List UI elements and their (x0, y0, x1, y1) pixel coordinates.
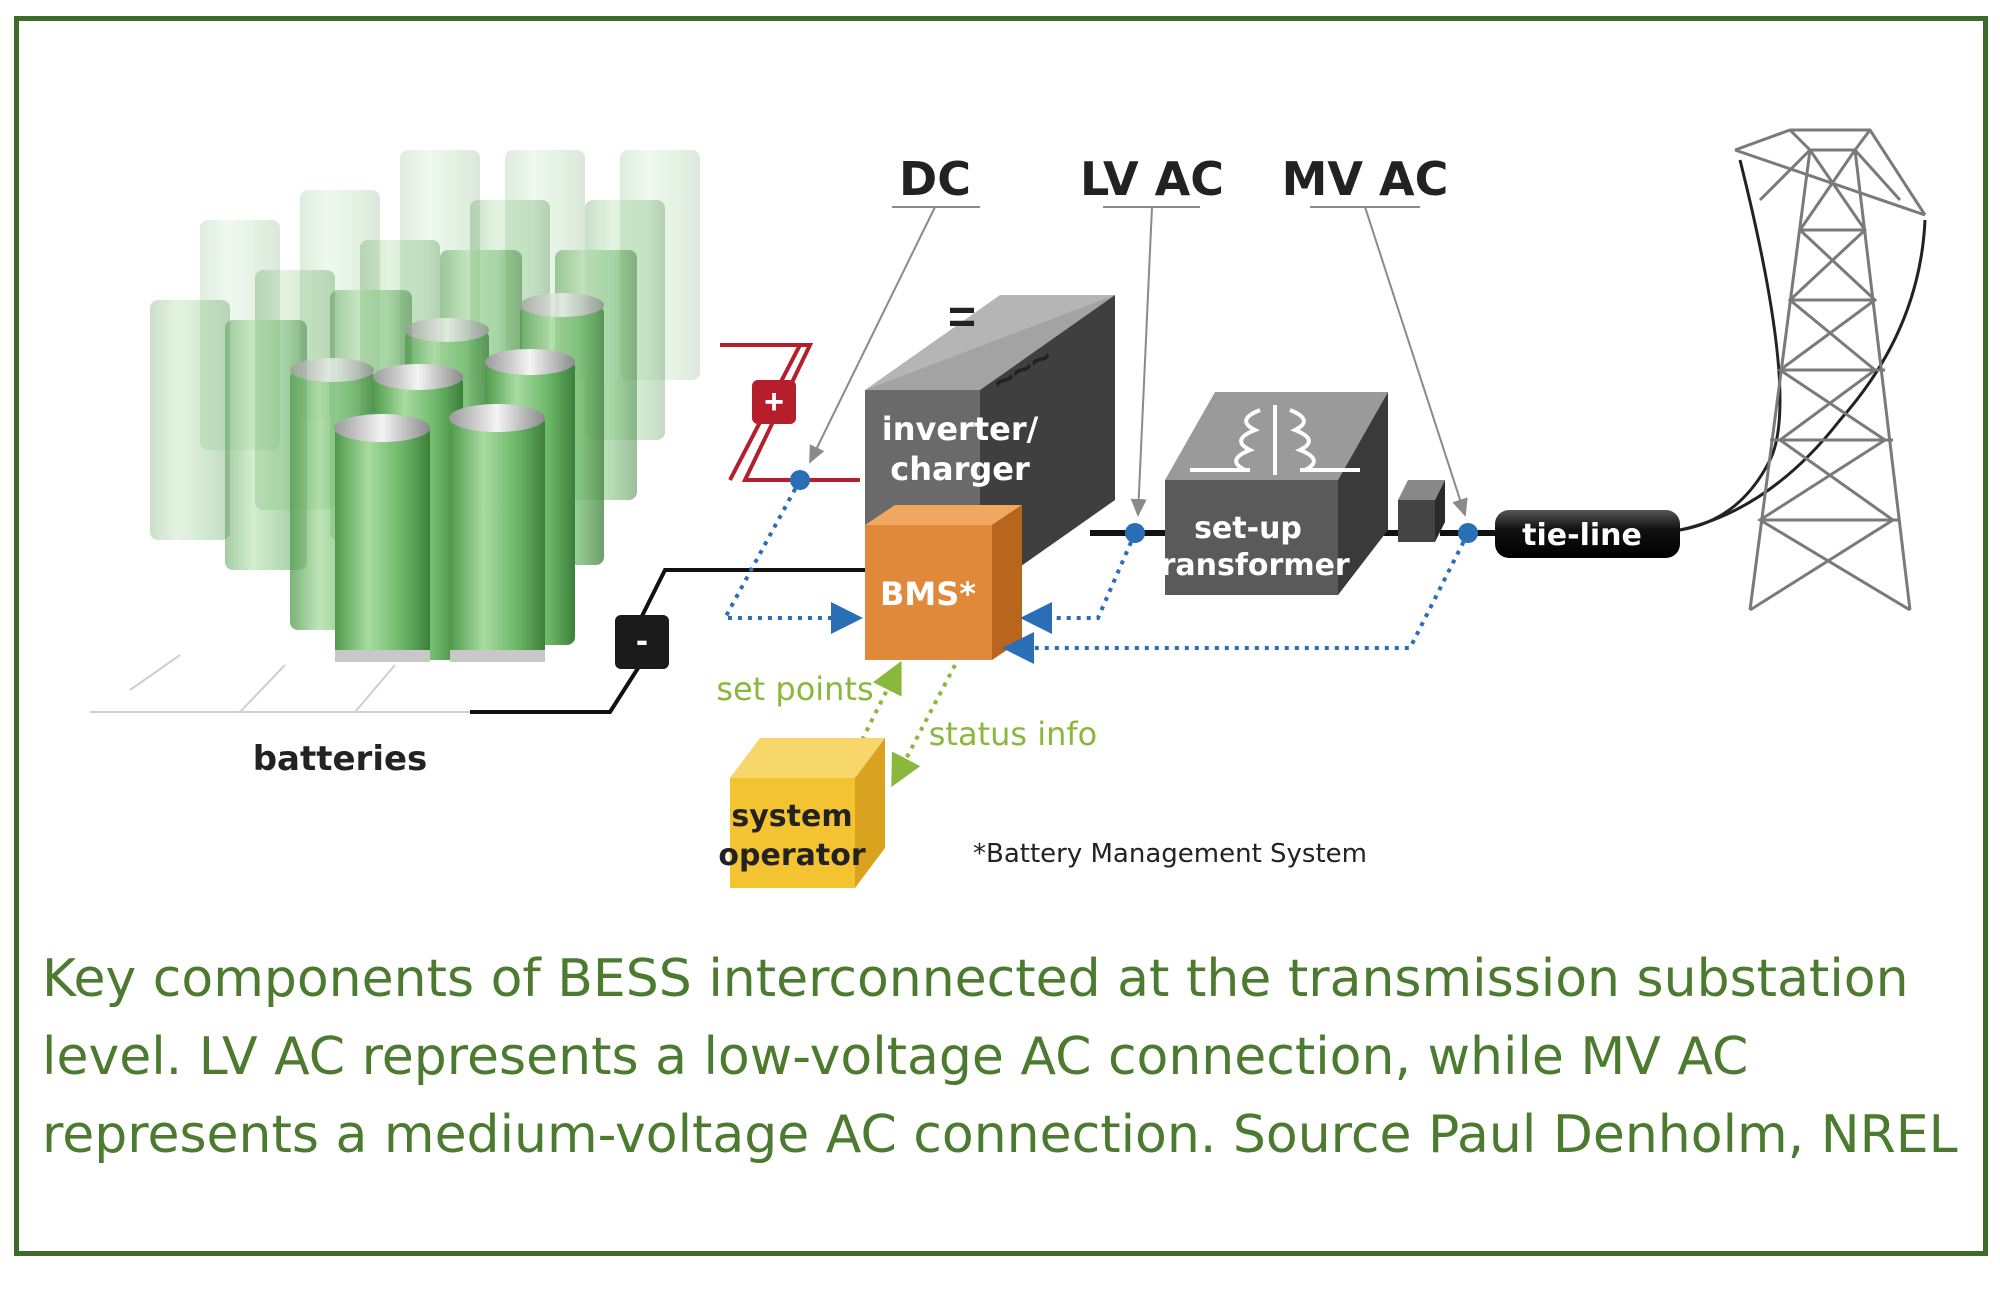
inverter-label-2: charger (890, 450, 1030, 488)
minus-terminal-label: - (636, 619, 648, 660)
transmission-tower-icon (1734, 128, 1927, 612)
figure-frame (14, 16, 1988, 1256)
transmission-cable (1679, 159, 1782, 532)
callout-pointers (809, 206, 1468, 517)
bess-diagram: + - = ~~~ inverter/ charger BMS* set- (90, 128, 1927, 888)
dc-symbol: = (948, 291, 976, 344)
tie-line: tie-line (1495, 510, 1680, 558)
status-info-label: status info (929, 715, 1098, 753)
mv-ac-label: MV AC (1282, 152, 1449, 206)
minus-terminal: - (615, 615, 669, 669)
setup-transformer-box: set-up transformer (1146, 392, 1388, 595)
breaker-box (1398, 480, 1445, 542)
dc-label: DC (899, 152, 971, 206)
battery-bank (90, 150, 700, 713)
batteries-label: batteries (253, 739, 428, 779)
operator-label-2: operator (718, 838, 865, 873)
system-operator-box: system operator (718, 738, 885, 888)
lv-ac-label: LV AC (1080, 152, 1224, 206)
signal-lines (721, 479, 1470, 664)
operator-label-1: system (731, 799, 852, 834)
operator-signals (860, 660, 957, 788)
transformer-label-2: transformer (1146, 548, 1350, 583)
figure-caption: Key components of BESS interconnected at… (42, 949, 1958, 1165)
footnote: *Battery Management System (973, 839, 1367, 869)
plus-terminal: + (752, 380, 796, 424)
plus-terminal-label: + (764, 383, 784, 421)
bms-label: BMS* (880, 575, 976, 613)
bms-box: BMS* (865, 505, 1022, 660)
inverter-label-1: inverter/ (882, 410, 1039, 448)
set-points-label: set points (716, 670, 873, 708)
transmission-cable-2 (1679, 219, 1927, 532)
transformer-label-1: set-up (1194, 511, 1302, 546)
tie-line-label: tie-line (1522, 518, 1642, 553)
